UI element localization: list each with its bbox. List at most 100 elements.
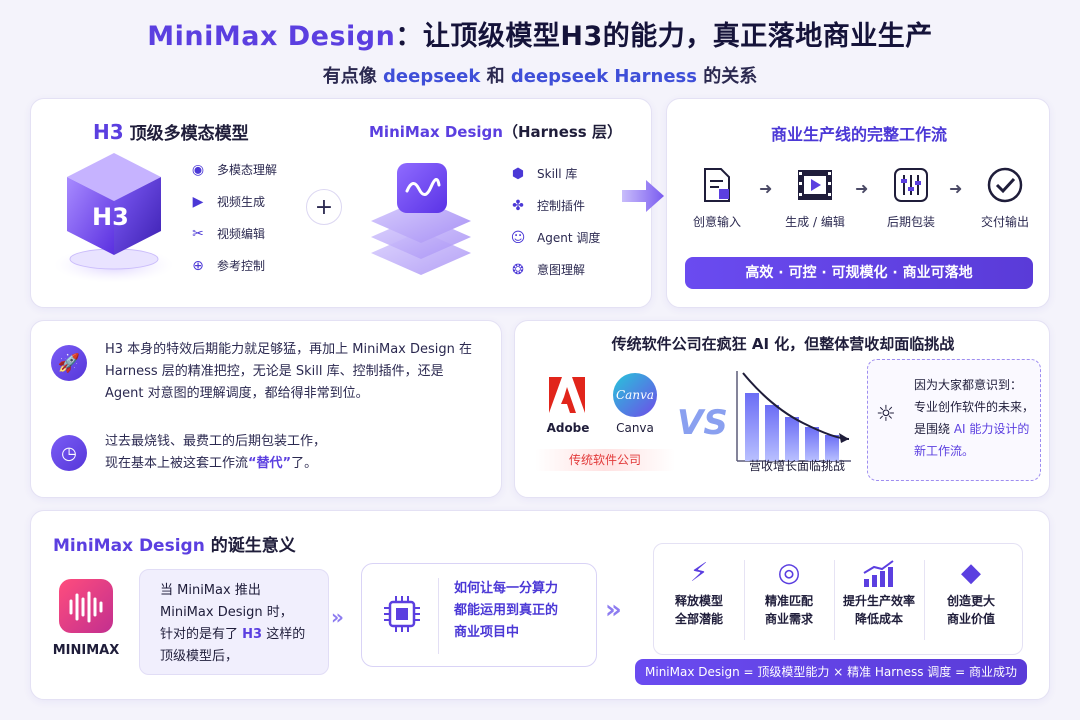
workflow-banner: 高效 · 可控 · 可规模化 · 商业可落地 (685, 257, 1033, 289)
workflow-step: 创意输入 (679, 165, 755, 230)
value-line-1: 提升生产效率 (842, 594, 915, 608)
insight-line-b: 专业创作软件的未来， (914, 400, 1035, 414)
harness-feature-label: 控制插件 (537, 199, 586, 213)
traditional-software-label: 传统软件公司 (535, 449, 675, 471)
question-line-1: 如何让每一分算力 (454, 581, 559, 596)
question-divider (438, 578, 442, 654)
analysis-card: 🚀 H3 本身的特效后期能力就足够猛，再加上 MiniMax Design 在 … (30, 320, 502, 498)
significance-card: MiniMax Design 的诞生意义 MINIMAX 当 MiniMax 推… (30, 510, 1050, 700)
target-icon: ⊕ (192, 257, 204, 274)
value-line-2: 全部潜能 (674, 612, 723, 626)
double-chevron-icon: » (605, 595, 622, 625)
harness-feature: ☺Agent 调度 (509, 229, 601, 246)
harness-feature: ❂意图理解 (509, 261, 585, 278)
film-icon (795, 165, 835, 205)
subtitle-prefix: 有点像 (322, 66, 384, 87)
scissors-icon: ✂ (192, 225, 204, 242)
harness-feature-label: Agent 调度 (537, 231, 601, 245)
workflow-step-label: 生成 / 编辑 (785, 215, 845, 229)
title-rest: ：让顶级模型H3的能力，真正落地商业生产 (395, 21, 933, 52)
analysis-highlight: “替代” (248, 456, 292, 471)
insight-text: 因为大家都意识到： 专业创作软件的未来， 是围绕 AI 能力设计的 新工作流。 (914, 374, 1034, 462)
document-icon (697, 165, 737, 205)
workflow-step: 后期包装 (873, 165, 949, 230)
insight-highlight: AI 能力设计的 (953, 422, 1030, 436)
value-item: ⚡ 释放模型 全部潜能 (654, 554, 744, 628)
quote-text-3: 针对的是有了 (160, 627, 243, 642)
h3-feature: ✂视频编辑 (189, 225, 265, 242)
vs-label: VS (677, 403, 728, 443)
analysis-line-b: 现在基本上被这套工作流“替代”了。 (105, 453, 483, 475)
h3-title-h3: H3 (93, 120, 124, 144)
analysis-text-b: 现在基本上被这套工作流 (105, 456, 249, 471)
canva-logo-icon: Canva (613, 373, 657, 417)
industry-card: 传统软件公司在疯狂 AI 化，但整体营收却面临挑战 Adobe Canva Ca… (514, 320, 1050, 498)
harness-title-brand: MiniMax Design (369, 123, 503, 141)
question-line-3: 商业项目中 (454, 625, 520, 640)
check-circle-icon (985, 165, 1025, 205)
workflow-card: 商业生产线的完整工作流 创意输入 ➜ 生成 / 编辑 ➜ 后期包装 ➜ 交付输出… (666, 98, 1050, 308)
lightbulb-head-icon: ☼ (876, 402, 896, 427)
workflow-step-label: 后期包装 (886, 215, 935, 229)
revenue-decline-chart (736, 371, 851, 462)
quote-text-3b: 这样的 (262, 627, 306, 642)
value-line-2: 降低成本 (854, 612, 903, 626)
harness-feature: ⬢ Skill 库 (509, 165, 578, 182)
workflow-title: 商业生产线的完整工作流 (770, 125, 947, 144)
quote-box: 当 MiniMax 推出 MiniMax Design 时， 针对的是有了 H3… (139, 569, 329, 675)
analysis-paragraph-2: 过去最烧钱、最费工的后期包装工作， 现在基本上被这套工作流“替代”了。 (105, 431, 483, 475)
quote-line-4: 顶级模型后， (160, 649, 239, 664)
brain-icon: ❂ (512, 261, 524, 278)
significance-title-brand: MiniMax Design (53, 536, 205, 556)
value-line-1: 创造更大 (946, 594, 995, 608)
title-brand: MiniMax Design (147, 21, 396, 52)
harness-title-text: （Harness 层） (502, 123, 622, 141)
question-line-2: 都能运用到真正的 (454, 603, 559, 618)
harness-section-title: MiniMax Design（Harness 层） (369, 121, 622, 142)
analysis-paragraph-1: H3 本身的特效后期能力就足够猛，再加上 MiniMax Design 在 Ha… (105, 342, 473, 401)
h3-title-text: 顶级多模态模型 (123, 124, 249, 144)
quote-line-3: 针对的是有了 H3 这样的 (160, 624, 305, 646)
page-title: MiniMax Design：让顶级模型H3的能力，真正落地商业生产 (0, 14, 1080, 53)
puzzle-icon: ✤ (512, 197, 524, 214)
h3-cube-icon (54, 153, 174, 283)
harness-feature-label: Skill 库 (537, 167, 578, 181)
cube-icon: ⬢ (511, 165, 525, 182)
value-item: ◆ 创造更大 商业价值 (926, 554, 1016, 628)
play-icon: ▶ (192, 193, 204, 210)
workflow-step: 交付输出 (967, 165, 1043, 230)
h3-feature-label: 视频生成 (217, 195, 266, 209)
value-item: 提升生产效率 降低成本 (834, 554, 924, 628)
quote-text: 当 MiniMax 推出 MiniMax Design 时， 针对的是有了 H3… (160, 580, 305, 668)
question-text: 如何让每一分算力 都能运用到真正的 商业项目中 (454, 578, 558, 644)
values-box: ⚡ 释放模型 全部潜能 ◎ 精准匹配 商业需求 提升生产效率 降低成本 ◆ 创造… (653, 543, 1023, 655)
arrow-icon: ➜ (759, 179, 773, 198)
chip-icon (384, 596, 420, 632)
harness-feature: ✤ 控制插件 (509, 197, 585, 214)
question-box: 如何让每一分算力 都能运用到真正的 商业项目中 (361, 563, 597, 667)
value-line-2: 商业需求 (764, 612, 813, 626)
workflow-step-label: 交付输出 (980, 215, 1029, 229)
quote-line-1: 当 MiniMax 推出 (160, 583, 261, 598)
arrow-right-icon (622, 180, 664, 212)
analysis-text-c: 了。 (291, 456, 318, 471)
subtitle-deepseek: deepseek (383, 66, 481, 87)
model-harness-card: H3 顶级多模态模型 H3 ◉多模态理解 ▶视频生成 ✂视频编辑 ⊕参考控制 +… (30, 98, 652, 308)
minimax-logo-icon (59, 579, 113, 633)
insight-line-d: 新工作流。 (914, 444, 975, 458)
minimax-logo-label: MINIMAX (52, 643, 120, 658)
sliders-icon (891, 165, 931, 205)
subtitle-suffix: 的关系 (696, 66, 758, 87)
plus-icon: + (306, 189, 342, 225)
workflow-step: 生成 / 编辑 (777, 165, 853, 230)
canva-label: Canva (616, 421, 654, 435)
subtitle-and: 和 (480, 66, 511, 87)
h3-cube-label: H3 (92, 203, 129, 231)
subtitle-deepseek-harness: deepseek Harness (510, 66, 697, 87)
significance-title-text: 的诞生意义 (204, 536, 296, 556)
h3-feature-label: 多模态理解 (217, 163, 278, 177)
insight-line-a: 因为大家都意识到： (914, 378, 1023, 392)
diamond-icon: ◆ (961, 558, 981, 588)
value-item: ◎ 精准匹配 商业需求 (744, 554, 834, 628)
divider (924, 560, 925, 640)
